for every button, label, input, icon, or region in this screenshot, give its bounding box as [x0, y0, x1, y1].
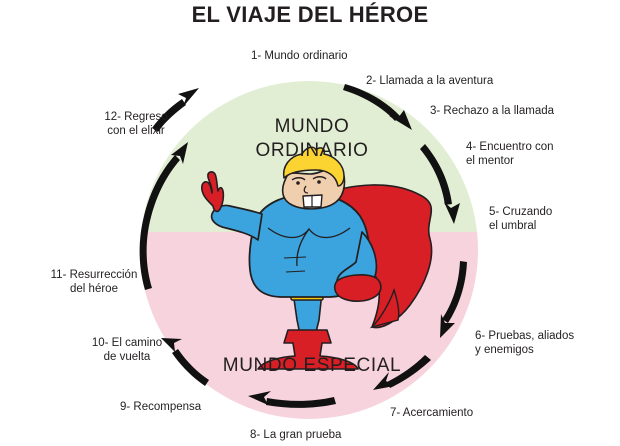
hero-eye-right — [312, 176, 327, 180]
hero-nose — [303, 185, 309, 194]
page-title: EL VIAJE DEL HÉROE — [191, 2, 429, 27]
step-label-1: 1- Mundo ordinario — [251, 50, 348, 62]
hero-boots — [257, 329, 359, 370]
hero-ab-line-1 — [283, 256, 307, 259]
hero-pec-line — [267, 227, 351, 239]
hero-hair — [282, 146, 345, 187]
step-label-7: 7- Acercamiento — [390, 407, 474, 419]
arrow-head-3 — [444, 202, 460, 224]
arrow-segment-5 — [387, 355, 431, 388]
step-label-6: 6- Pruebas, aliados y enemigos — [475, 330, 575, 356]
hero-pointing-hand — [201, 171, 225, 213]
arrow-segment-1 — [152, 99, 186, 132]
arrow-head-7 — [161, 338, 182, 352]
world-label-special: MUNDO ESPECIAL — [222, 355, 402, 376]
hero-ab-line-2 — [285, 270, 306, 273]
arrow-head-4 — [440, 314, 455, 338]
arrow-head-1 — [178, 88, 199, 107]
hero-character — [201, 146, 433, 370]
world-label-ordinary: MUNDO ORDINARIO — [255, 116, 369, 161]
step-label-11: 11- Resurrección del héroe — [50, 269, 138, 295]
step-label-3: 3- Rechazo a la llamada — [430, 105, 555, 117]
arrow-head-5 — [373, 372, 394, 390]
step-label-12: 12- Regreso con el elixir — [104, 111, 168, 137]
step-label-4: 4- Encuentro con el mentor — [466, 141, 554, 167]
cape-fold — [369, 287, 400, 329]
hero-pupil-left — [296, 181, 300, 185]
arrow-segment-3 — [420, 144, 452, 205]
arrow-head-8 — [171, 142, 188, 164]
step-label-8: 8- La gran prueba — [250, 429, 342, 441]
hero-eye-left — [291, 177, 306, 181]
step-label-9: 9- Recompensa — [120, 401, 202, 413]
arrow-segment-7 — [172, 349, 209, 386]
step-label-5: 5- Cruzando el umbral — [489, 206, 553, 232]
arrow-segment-4 — [442, 261, 467, 323]
step-label-10: 10- El camino de vuelta — [91, 337, 163, 363]
step-label-2: 2- Llamada a la aventura — [366, 75, 494, 87]
arrow-head-6 — [248, 391, 271, 405]
arrow-head-2 — [389, 110, 412, 130]
hero-left-arm — [210, 204, 263, 241]
hero-pupil-right — [317, 180, 321, 184]
arrow-segment-2 — [343, 84, 400, 121]
hero-head — [281, 165, 346, 210]
arrow-segment-8 — [139, 155, 180, 290]
hero-right-glove — [333, 274, 382, 302]
journey-arrows — [139, 84, 467, 408]
arrow-segment-6 — [266, 397, 336, 408]
